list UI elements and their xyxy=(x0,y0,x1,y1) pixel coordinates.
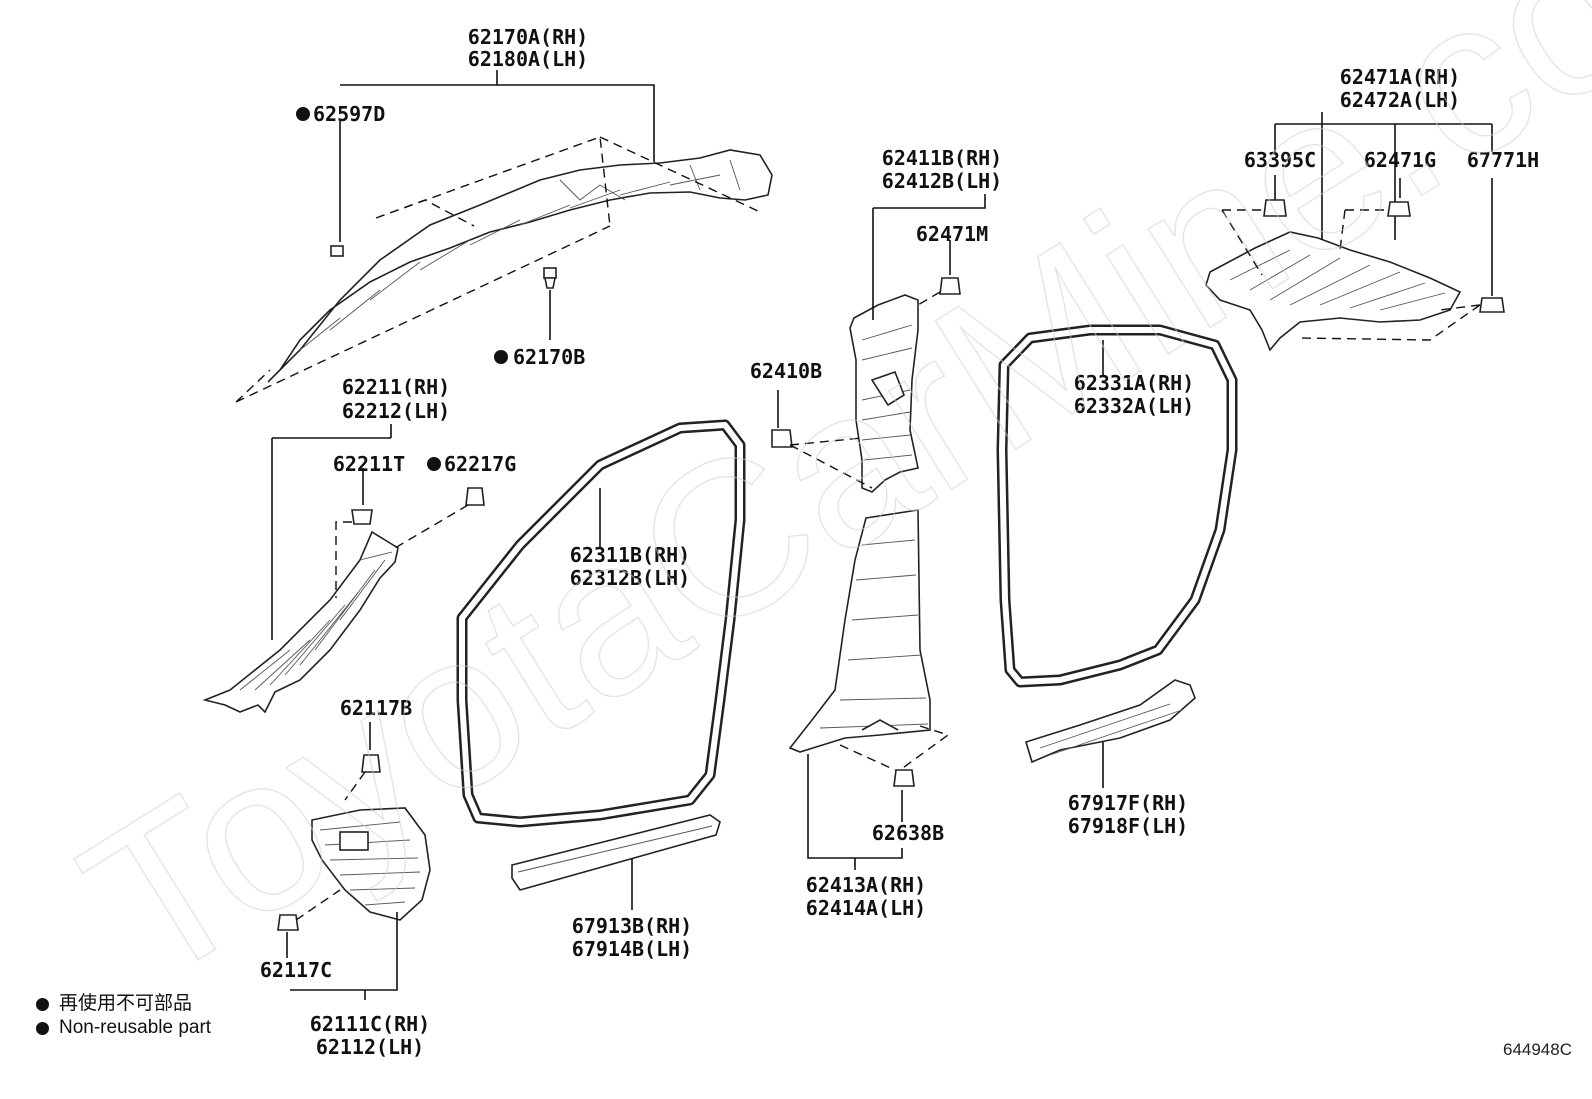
rear-door-weatherstrip xyxy=(996,324,1238,688)
clip-62471M xyxy=(939,277,961,295)
label-62112: 62112(LH) xyxy=(316,1035,424,1059)
front-door-weatherstrip xyxy=(456,419,746,828)
filled-circle-icon xyxy=(36,997,49,1011)
label-62414A: 62414A(LH) xyxy=(806,896,926,920)
legend-text-en: Non-reusable part xyxy=(59,1017,212,1038)
cowl-side-trim xyxy=(311,807,431,921)
label-62410B: 62410B xyxy=(750,359,822,383)
label-62638B: 62638B xyxy=(872,821,944,845)
clip-62211T xyxy=(351,509,373,525)
label-67771H: 67771H xyxy=(1467,148,1539,172)
label-62117C: 62117C xyxy=(260,958,332,982)
clip-62117B xyxy=(361,754,381,773)
label-62471M: 62471M xyxy=(916,222,988,246)
legend-row-en: Non-reusable part xyxy=(36,1016,211,1040)
legend-row-jp: 再使用不可部品 xyxy=(36,992,211,1016)
label-62597D: 62597D xyxy=(313,102,385,126)
front-scuff-plate xyxy=(511,814,721,891)
non-reusable-dot-62170B xyxy=(494,350,508,364)
roof-side-rail-garnish xyxy=(235,136,773,403)
clip-62217G xyxy=(465,487,485,506)
label-62312B: 62312B(LH) xyxy=(570,566,690,590)
label-62170B: 62170B xyxy=(513,345,585,369)
reference-code: 644948C xyxy=(1502,1040,1572,1059)
label-62332A: 62332A(LH) xyxy=(1074,394,1194,418)
label-62111C: 62111C(RH) xyxy=(310,1012,430,1036)
label-67914B: 67914B(LH) xyxy=(572,937,692,961)
clip-62597D xyxy=(330,245,344,257)
label-62471A: 62471A(RH) xyxy=(1340,65,1460,89)
label-62212: 62212(LH) xyxy=(342,399,450,423)
rear-pillar-garnish xyxy=(1205,231,1462,352)
rear-scuff-plate xyxy=(1025,679,1196,764)
label-62413A: 62413A(RH) xyxy=(806,873,926,897)
label-62331A: 62331A(RH) xyxy=(1074,371,1194,395)
non-reusable-dot-62597D xyxy=(296,107,310,121)
label-62180A: 62180A(LH) xyxy=(468,47,588,71)
label-62472A: 62472A(LH) xyxy=(1340,88,1460,112)
label-62211: 62211(RH) xyxy=(342,375,450,399)
clip-63395C xyxy=(1263,199,1287,217)
label-67913B: 67913B(RH) xyxy=(572,914,692,938)
clip-62410B xyxy=(771,429,793,448)
clip-62117C xyxy=(277,914,299,931)
legend-text-jp: 再使用不可部品 xyxy=(59,993,193,1014)
label-67918F: 67918F(LH) xyxy=(1068,814,1188,838)
clip-67771H xyxy=(1479,297,1505,313)
filled-circle-icon xyxy=(36,1021,49,1035)
label-62412B: 62412B(LH) xyxy=(882,169,1002,193)
clip-62471G xyxy=(1387,201,1411,217)
clip-62170B xyxy=(543,267,557,289)
label-62170A: 62170A(RH) xyxy=(468,25,588,49)
label-62117B: 62117B xyxy=(340,696,412,720)
center-pillar-upper-garnish xyxy=(849,294,919,493)
label-62217G: 62217G xyxy=(444,452,516,476)
front-pillar-garnish xyxy=(202,530,399,714)
clip-62638B xyxy=(893,769,915,787)
label-62411B: 62411B(RH) xyxy=(882,146,1002,170)
label-62211T: 62211T xyxy=(333,452,405,476)
label-63395C: 63395C xyxy=(1244,148,1316,172)
label-62471G: 62471G xyxy=(1364,148,1436,172)
label-67917F: 67917F(RH) xyxy=(1068,791,1188,815)
legend: 再使用不可部品 Non-reusable part xyxy=(36,992,211,1040)
non-reusable-dot-62217G xyxy=(427,457,441,471)
label-62311B: 62311B(RH) xyxy=(570,543,690,567)
center-pillar-lower-garnish xyxy=(788,509,931,753)
